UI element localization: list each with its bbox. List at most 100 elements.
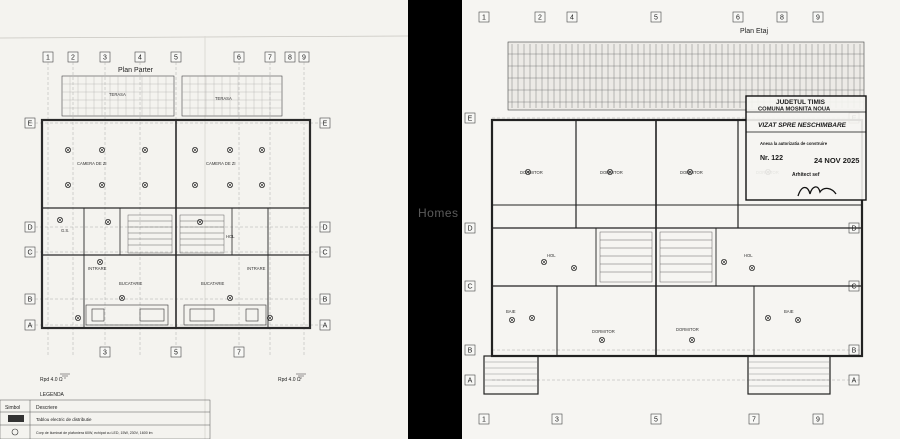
light-fixture-icon	[227, 147, 233, 153]
light-fixture-icon	[57, 217, 63, 223]
stamp-signatory: Arhitect sef	[792, 172, 820, 178]
axis-label: 1	[482, 15, 486, 22]
axis-label: B	[468, 348, 473, 355]
room-label-bedroom: CAMERA DE ZI	[206, 161, 236, 166]
axis-marker	[534, 11, 546, 23]
room-label-entry: INTRARE	[88, 266, 107, 271]
light-fixture-icon	[529, 315, 535, 321]
room-label-bath: BAIE	[506, 309, 516, 314]
axis-marker	[284, 51, 296, 63]
axis-label: 1	[46, 55, 50, 62]
grounding-right: Rpd 4.0 Ω	[278, 377, 301, 383]
light-fixture-icon	[65, 147, 71, 153]
room-label-kitchen: BUCATARIE	[201, 281, 225, 286]
axis-label: C	[851, 284, 856, 291]
axis-label: D	[27, 225, 32, 232]
axis-marker	[464, 374, 476, 386]
axis-label: 8	[288, 55, 292, 62]
axis-label: C	[322, 250, 327, 257]
axis-label: 5	[654, 417, 658, 424]
terrace-right: TERASA	[181, 75, 283, 117]
room-label: TERASA	[215, 96, 232, 101]
plan-title: Plan Etaj	[740, 28, 768, 35]
light-fixture-icon	[99, 182, 105, 188]
room-label-gs: G.S.	[61, 228, 69, 233]
light-fixture-icon	[721, 259, 727, 265]
stamp-approval: VIZAT SPRE NESCHIMBARE	[758, 122, 847, 129]
legend-col-desc: Descriere	[36, 405, 58, 411]
axis-label: B	[852, 348, 857, 355]
room-label-hall: HOL	[744, 253, 753, 258]
stamp-date: 24 NOV 2025	[814, 156, 859, 165]
room-label-hall: HOL	[226, 234, 235, 239]
light-fixture-icon	[749, 265, 755, 271]
light-symbol-icon	[11, 428, 19, 436]
legend-row: Tablou electric de distributie	[36, 417, 92, 422]
axis-label: 7	[268, 55, 272, 62]
kitchen-units	[85, 304, 267, 326]
axis-label: E	[468, 116, 473, 123]
axis-label: 9	[816, 417, 820, 424]
light-fixture-icon	[142, 182, 148, 188]
axis-label: E	[28, 121, 33, 128]
axis-marker	[464, 280, 476, 292]
axis-label: 5	[654, 15, 658, 22]
light-fixture-icon	[541, 259, 547, 265]
legend-table: LEGENDA Simbol Descriere Tablou electric…	[0, 392, 211, 439]
axis-marker	[566, 11, 578, 23]
axis-label: 4	[570, 15, 574, 22]
light-fixture-icon	[571, 265, 577, 271]
stairs	[127, 214, 225, 254]
axis-label: E	[323, 121, 328, 128]
light-fixture-icon	[119, 295, 125, 301]
axis-label: D	[467, 226, 472, 233]
axis-label: 7	[752, 417, 756, 424]
stamp-county: JUDETUL TIMIS	[776, 99, 826, 106]
axis-label: A	[852, 378, 857, 385]
axis-label: 2	[538, 15, 542, 22]
panel-symbol-icon	[8, 415, 24, 422]
light-fixture-icon	[75, 315, 81, 321]
axis-label: 8	[780, 15, 784, 22]
watermark: Homes	[418, 206, 459, 220]
light-fixture-icon	[259, 182, 265, 188]
axis-label: 6	[237, 55, 241, 62]
axis-label: 9	[816, 15, 820, 22]
light-fixtures	[509, 169, 801, 343]
light-fixture-icon	[142, 147, 148, 153]
ground-symbol-icon	[296, 373, 306, 379]
axis-label: 3	[555, 417, 559, 424]
exterior-walls	[40, 118, 312, 330]
axis-marker	[478, 413, 490, 425]
axis-marker	[464, 344, 476, 356]
light-fixture-icon	[99, 147, 105, 153]
axis-label: B	[323, 297, 328, 304]
light-fixture-icon	[687, 169, 693, 175]
room-label-bedroom: DORMITOR	[592, 329, 615, 334]
axis-marker	[551, 413, 563, 425]
room-label-entry: INTRARE	[247, 266, 266, 271]
light-fixture-icon	[192, 182, 198, 188]
axis-marker	[478, 11, 490, 23]
light-fixture-icon	[765, 315, 771, 321]
light-fixture-icon	[259, 147, 265, 153]
room-label-kitchen: BUCATARIE	[119, 281, 143, 286]
light-fixture-icon	[197, 219, 203, 225]
light-fixture-icon	[607, 169, 613, 175]
stamp-commune: COMUNA MOSNITA NOUA	[758, 107, 831, 113]
grounding-left: Rpd 4.0 Ω	[40, 377, 63, 383]
axis-marker	[732, 11, 744, 23]
legend-title: LEGENDA	[40, 392, 65, 398]
axis-marker	[812, 413, 824, 425]
axis-marker	[748, 413, 760, 425]
axis-label: A	[28, 323, 33, 330]
axis-label: 1	[482, 417, 486, 424]
room-label-hall: HOL	[547, 253, 556, 258]
light-fixture-icon	[105, 219, 111, 225]
axis-label: 4	[138, 55, 142, 62]
axis-label: 9	[302, 55, 306, 62]
